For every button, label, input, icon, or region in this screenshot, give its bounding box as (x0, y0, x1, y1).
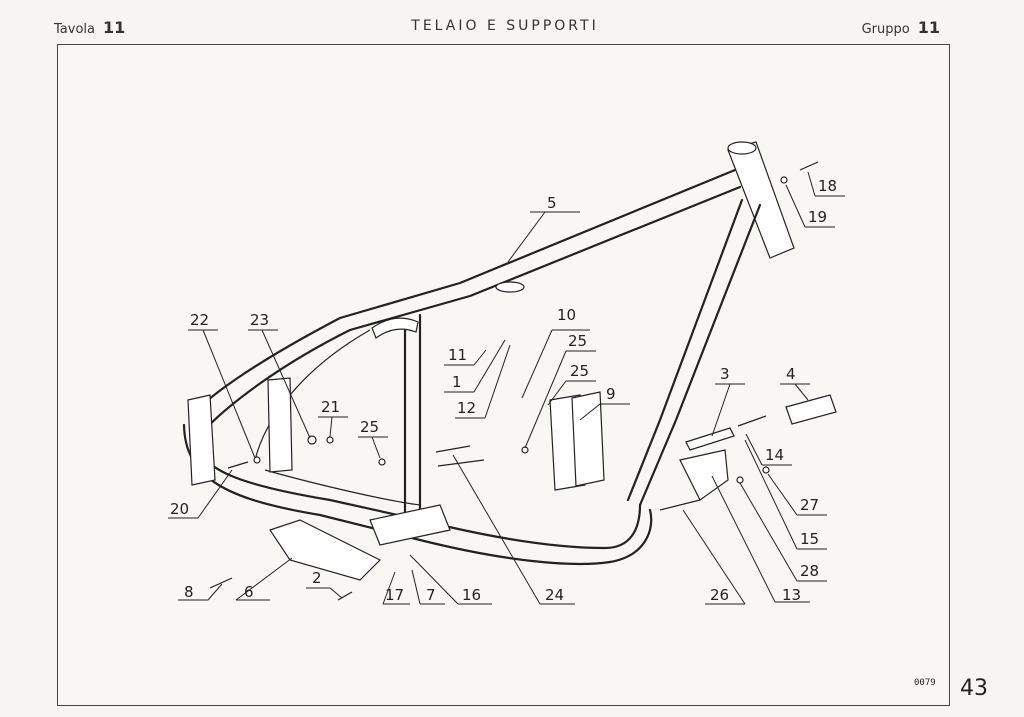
callout-25-left: 25 (360, 418, 379, 436)
callout-16: 16 (462, 586, 481, 604)
callout-11: 11 (448, 346, 467, 364)
callout-25-right: 25 (570, 362, 589, 380)
callout-28: 27 (800, 496, 819, 514)
callout-14: 14 (765, 446, 784, 464)
callout-9: 9 (606, 385, 616, 403)
callout-12: 12 (457, 399, 476, 417)
diagram-frame (57, 44, 950, 706)
group-label: Gruppo 11 (862, 18, 940, 37)
plate-number: 11 (102, 18, 126, 37)
callout-3: 3 (720, 365, 730, 383)
group-label-text: Gruppo (861, 22, 910, 37)
bolts (209, 161, 819, 601)
callout-21: 21 (321, 398, 340, 416)
callout-10: 10 (557, 306, 576, 324)
main-frame (182, 141, 837, 581)
callout-23: 23 (250, 311, 269, 329)
callout-5: 5 (547, 194, 557, 212)
callout-8: 8 (184, 583, 194, 601)
page-number: 43 (960, 676, 988, 701)
callout-17: 17 (385, 586, 404, 604)
callout-27: 26 (710, 586, 729, 604)
callout-1: 1 (452, 373, 462, 391)
plate-label-text: Tavola (54, 22, 95, 37)
group-number: 11 (917, 18, 940, 37)
callout-15: 15 (800, 530, 819, 548)
callout-29: 28 (800, 562, 819, 580)
callout-26: 25 (568, 332, 587, 350)
callout-19: 19 (808, 208, 827, 226)
callout-6: 6 (244, 583, 254, 601)
callout-24: 24 (545, 586, 564, 604)
callout-7: 7 (426, 586, 436, 604)
leader-lines (168, 171, 845, 605)
drawing-code: 0079 (914, 678, 936, 688)
callout-22: 22 (190, 311, 209, 329)
plate-label: Tavola 11 (54, 18, 125, 37)
callout-4: 4 (786, 365, 796, 383)
callout-20: 20 (170, 500, 189, 518)
callout-18: 18 (818, 177, 837, 195)
callout-13: 13 (782, 586, 801, 604)
page-title: TELAIO E SUPPORTI (411, 18, 599, 34)
callout-2: 2 (312, 569, 322, 587)
callout-labels: 5 22 23 21 25 11 1 12 10 25 25 9 3 4 18 … (170, 177, 837, 604)
